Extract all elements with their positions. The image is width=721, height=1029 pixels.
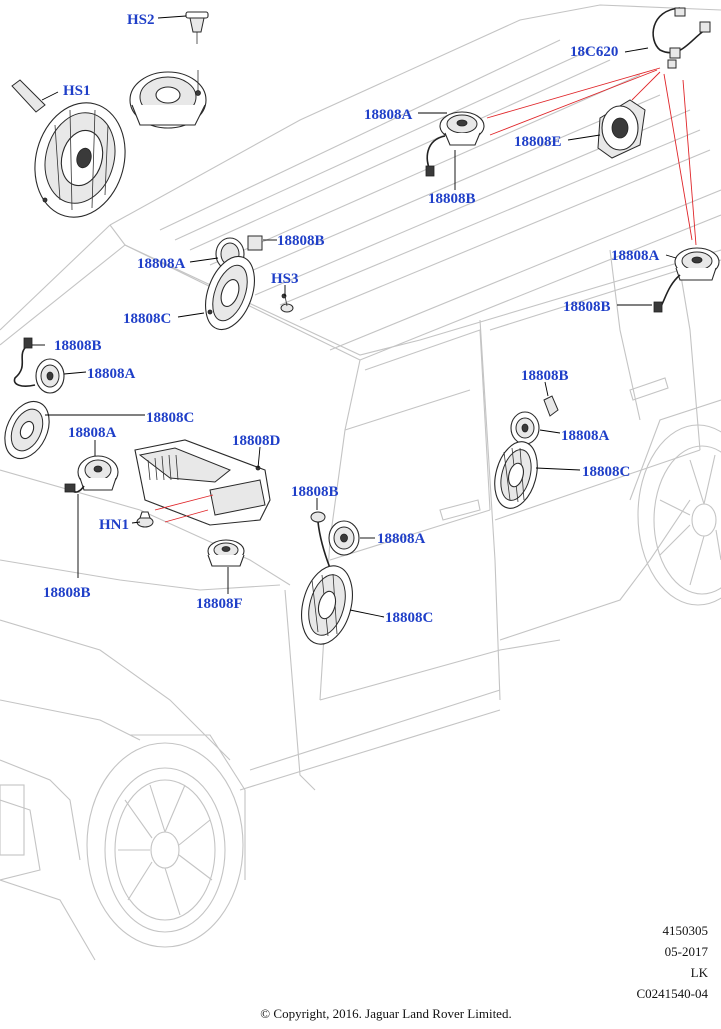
hs1-woofer [11, 79, 126, 218]
18c620-harness [652, 7, 711, 69]
front-door-speaker-set [301, 511, 360, 645]
illustration-code: C0241540-04 [637, 986, 709, 1001]
illustration-date: 05-2017 [665, 944, 709, 959]
callout-hs1[interactable]: HS1 [63, 83, 91, 99]
hs3-screw [280, 293, 294, 313]
callout-hs3[interactable]: HS3 [271, 271, 299, 287]
leader-lines [32, 15, 697, 618]
callout-roof-18808b[interactable]: 18808B [428, 191, 476, 207]
callout-rear-right-18808a[interactable]: 18808A [611, 248, 660, 264]
callout-quarter-18808c[interactable]: 18808C [146, 410, 194, 426]
roof-speaker-18808a [425, 111, 485, 177]
callout-quarter-18808b[interactable]: 18808B [54, 338, 102, 354]
callout-front-door-18808b[interactable]: 18808B [291, 484, 339, 500]
callout-rear-right-18808b[interactable]: 18808B [563, 299, 611, 315]
callout-hs2[interactable]: HS2 [127, 12, 155, 28]
front-wheel [86, 734, 246, 948]
footer-info: 4150305 05-2017 LK C0241540-04 © Copyrig… [260, 923, 708, 1021]
rear-right-speaker [653, 247, 720, 313]
rear-door-speaker-set [494, 395, 559, 509]
center-speaker-18808f [207, 539, 245, 567]
vehicle-outline [0, 4, 721, 961]
rear-left-speaker-set [205, 235, 263, 331]
illustration-ref: 4150305 [663, 923, 709, 938]
dash-speaker-18808a [64, 455, 119, 493]
callout-rear-door-18808b[interactable]: 18808B [521, 368, 569, 384]
callout-quarter-18808a[interactable]: 18808A [87, 366, 136, 382]
roof-amplifier-18808e [597, 99, 646, 159]
rear-wheel [629, 399, 721, 606]
callout-rear-left-18808c[interactable]: 18808C [123, 311, 171, 327]
callout-front-door-18808a[interactable]: 18808A [377, 531, 426, 547]
callout-rear-left-18808a[interactable]: 18808A [137, 256, 186, 272]
hs2-plug [185, 11, 209, 44]
callout-amp-18808d[interactable]: 18808D [232, 433, 281, 449]
amplifier-18808d [134, 439, 271, 526]
callout-roof-18808e[interactable]: 18808E [514, 134, 562, 150]
callout-18c620[interactable]: 18C620 [570, 44, 618, 60]
callout-center-18808f[interactable]: 18808F [196, 596, 243, 612]
callout-dash-18808b[interactable]: 18808B [43, 585, 91, 601]
copyright-notice: © Copyright, 2016. Jaguar Land Rover Lim… [260, 1006, 511, 1021]
callout-front-door-18808c[interactable]: 18808C [385, 610, 433, 626]
quarter-speaker-set [4, 337, 65, 460]
callout-rear-left-18808b[interactable]: 18808B [277, 233, 325, 249]
market-code: LK [691, 965, 709, 980]
dash-tweeter-speaker [129, 70, 207, 129]
callout-labels: HS2 HS1 HS3 HN1 18C620 18808A 18808B 188… [43, 12, 660, 626]
callout-rear-door-18808c[interactable]: 18808C [582, 464, 630, 480]
callout-hn1[interactable]: HN1 [99, 517, 129, 533]
callout-dash-18808a[interactable]: 18808A [68, 425, 117, 441]
callout-rear-door-18808a[interactable]: 18808A [561, 428, 610, 444]
callout-roof-18808a[interactable]: 18808A [364, 107, 413, 123]
